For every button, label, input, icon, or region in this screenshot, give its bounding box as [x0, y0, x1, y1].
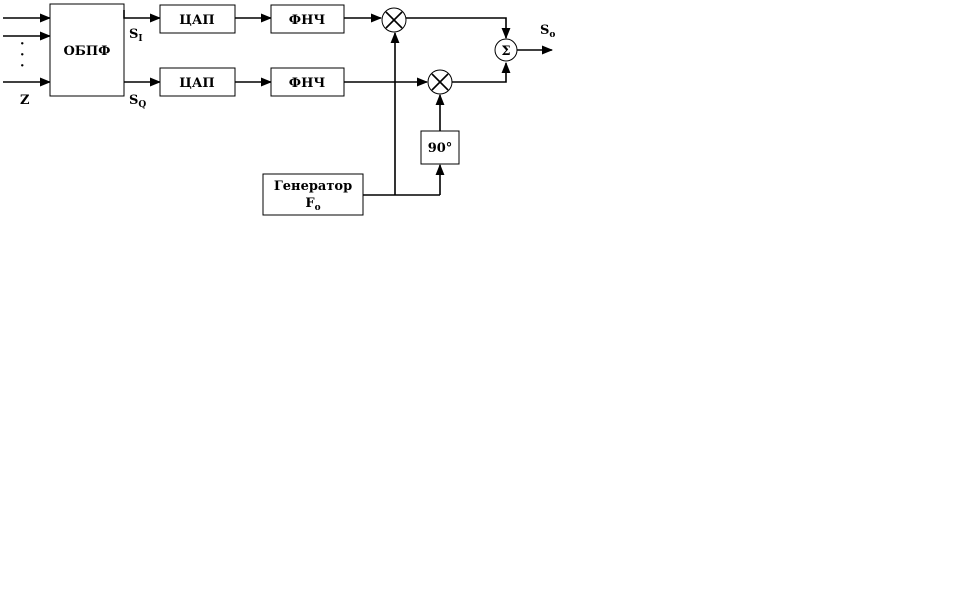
ellipsis-dot-2: · — [20, 48, 25, 63]
summer: Σ — [494, 38, 518, 62]
generator-label-line1: Генератор — [274, 179, 352, 194]
mixer-q-to-sum-line — [452, 61, 511, 83]
lpf-i-label: ФНЧ — [289, 13, 326, 28]
mixer-i — [381, 7, 407, 33]
obpf-label: ОБПФ — [63, 44, 110, 59]
phase-shift-label: 90° — [428, 141, 453, 156]
input-ellipsis: · · · — [20, 37, 25, 74]
generator-label-line2: Fo — [305, 196, 320, 213]
si-label: SI — [129, 27, 143, 44]
summer-symbol: Σ — [501, 44, 510, 59]
si-main: S — [129, 27, 138, 42]
dac-q-label: ЦАП — [179, 76, 214, 91]
mixer-i-to-sum-line — [406, 17, 511, 40]
input-arrows — [3, 13, 52, 87]
dac-i-block — [159, 4, 236, 34]
generator-f-sub: o — [315, 203, 321, 213]
si-line — [123, 10, 162, 23]
sq-main: S — [129, 93, 138, 108]
sq-label: SQ — [129, 93, 146, 110]
lpf-q-label: ФНЧ — [289, 76, 326, 91]
si-sub: I — [138, 34, 142, 44]
dac-i-label: ЦАП — [179, 13, 214, 28]
ellipsis-dot-3: · — [20, 59, 25, 74]
ellipsis-dot-1: · — [20, 37, 25, 52]
dac-q-block — [159, 67, 236, 97]
input-label-z: Z — [20, 93, 30, 108]
generator-f-main: F — [305, 196, 315, 211]
mixer-i-cross-b — [385, 11, 403, 29]
so-label: So — [540, 23, 555, 40]
mixer-q-cross-b — [431, 73, 449, 91]
mixer-q — [427, 69, 453, 95]
generator-block — [262, 173, 364, 216]
sq-sub: Q — [138, 100, 146, 110]
so-sub: o — [549, 30, 555, 40]
obpf-block — [49, 3, 125, 97]
so-main: S — [540, 23, 549, 38]
lpf-i-block — [270, 4, 345, 34]
